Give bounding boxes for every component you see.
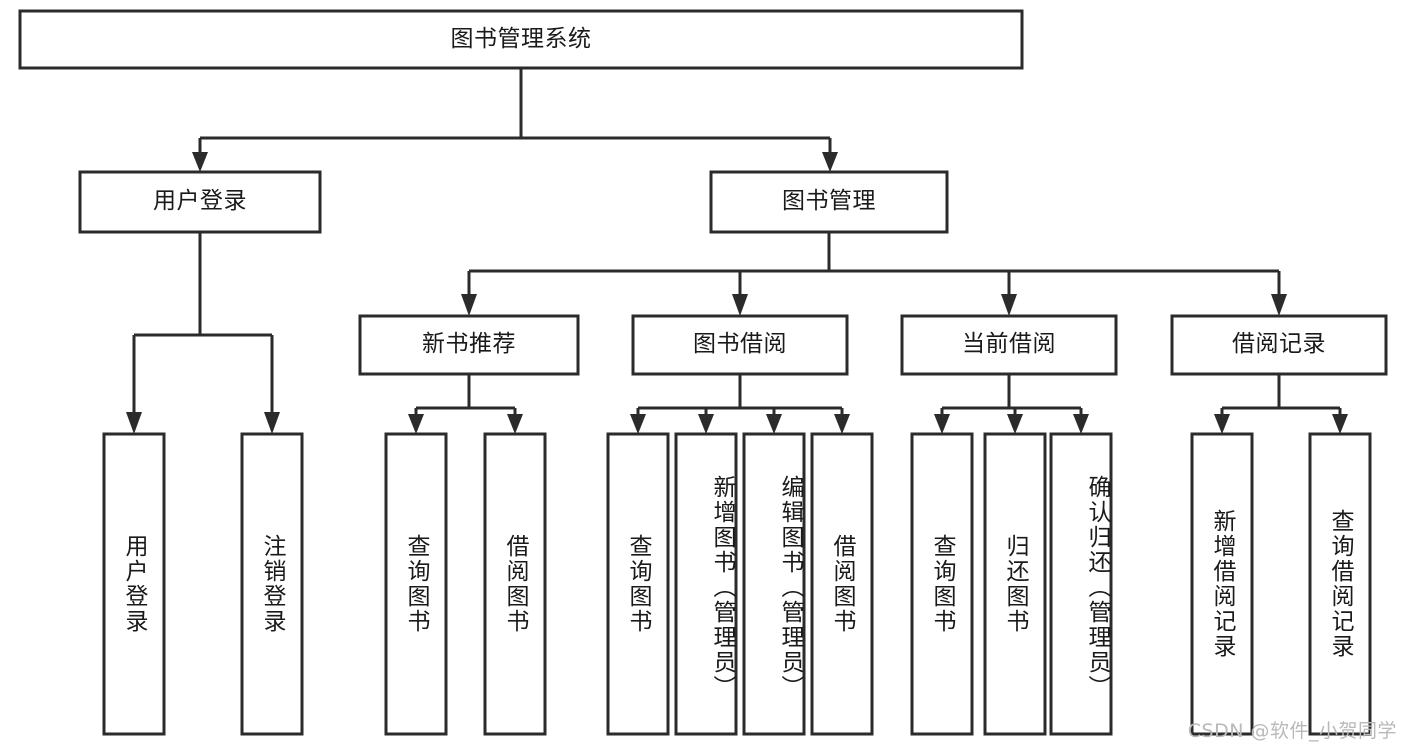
node-box-new-book-recommend[interactable] [358, 314, 580, 376]
node-box-confirm-return-admin[interactable] [1049, 432, 1113, 736]
node-box-query-borrow-record[interactable] [1308, 432, 1372, 736]
node-box-query-book-3[interactable] [910, 432, 974, 736]
node-box-edit-book-admin[interactable] [742, 432, 806, 736]
node-box-user-login-leaf[interactable] [102, 432, 166, 736]
node-box-borrow-book-2[interactable] [810, 432, 874, 736]
connector-book-borrow-to-leaves [630, 374, 850, 434]
node-box-return-book[interactable] [983, 432, 1047, 736]
node-box-query-book-1[interactable] [384, 432, 448, 736]
node-box-borrow-record[interactable] [1170, 314, 1388, 376]
node-box-user-login[interactable] [78, 170, 322, 234]
node-box-root[interactable] [18, 9, 1024, 70]
node-box-user-logout-leaf[interactable] [240, 432, 304, 736]
connector-borrow-record-to-leaves [1214, 374, 1348, 434]
node-box-book-borrow[interactable] [631, 314, 849, 376]
connector-current-borrow-to-leaves [934, 374, 1089, 434]
node-box-book-management[interactable] [709, 170, 949, 234]
node-box-current-borrow[interactable] [900, 314, 1118, 376]
connector-root-to-level2 [192, 68, 838, 172]
connector-book-management-to-level3 [461, 232, 1287, 316]
node-box-add-book-admin[interactable] [674, 432, 738, 736]
node-box-add-borrow-record[interactable] [1190, 432, 1254, 736]
connector-user-login-to-leaves [126, 232, 280, 434]
connector-new-book-recommend-to-leaves [408, 374, 523, 434]
node-box-query-book-2[interactable] [606, 432, 670, 736]
node-box-borrow-book-1[interactable] [483, 432, 547, 736]
